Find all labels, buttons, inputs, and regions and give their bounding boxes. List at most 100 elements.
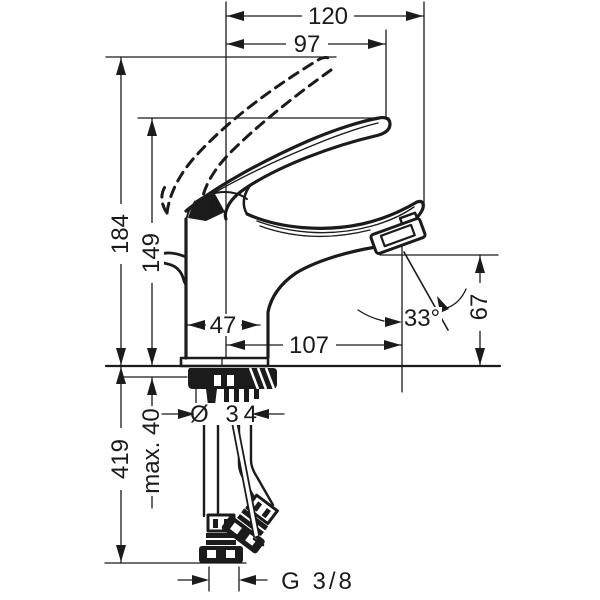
dim-handle-reach-label: 97 <box>294 31 321 58</box>
label-mask <box>283 334 336 356</box>
hose-stub-2 <box>234 389 239 402</box>
loop-opening-left-end <box>242 185 251 216</box>
connector-nut-slot-2 <box>245 533 258 546</box>
dim-overall-width: 120 <box>225 3 425 30</box>
dim-base-width: 47 <box>186 312 261 339</box>
arrowhead-bottom <box>475 348 485 365</box>
connector-band-2 <box>206 540 236 545</box>
connector-nut-slot-1 <box>229 522 242 535</box>
dim-base-width-label: 47 <box>210 312 237 339</box>
spout-highlight-2 <box>259 225 371 238</box>
arrowhead-right <box>239 575 256 585</box>
cartridge-dome <box>186 190 248 219</box>
dim-overall-height-label: 184 <box>107 214 134 254</box>
label-mask <box>467 283 492 331</box>
arrowhead-right <box>252 409 269 419</box>
arrowhead-left <box>227 39 244 49</box>
dashed-handle-pivot-arc <box>160 181 170 215</box>
flange-hatching <box>248 367 276 390</box>
connector-nut-slot-2 <box>226 550 235 558</box>
connector-fitting-bar-2 <box>261 507 271 519</box>
dim-overall-width-label: 120 <box>308 3 348 30</box>
spout-top-edge <box>245 199 425 230</box>
dim-install-depth: 419 <box>107 365 134 564</box>
label-mask <box>194 403 253 425</box>
arrowhead-top <box>116 367 126 384</box>
label-mask <box>286 33 328 55</box>
arrowhead-bottom <box>116 545 126 562</box>
arrowhead-bottom <box>116 348 126 365</box>
dim-spray-angle-label: 33° <box>404 305 440 332</box>
connector-band-1 <box>206 533 236 538</box>
mounting-flange <box>188 367 277 413</box>
connector-nut <box>221 515 265 554</box>
dashed-handle-inner-edge <box>201 68 333 198</box>
dim-connector-thread: G 3/8 <box>177 568 355 595</box>
aerator-inner-box <box>379 223 416 248</box>
flange-slit-2 <box>227 375 234 386</box>
dim-install-depth-label: 419 <box>107 439 134 479</box>
rod-fill <box>230 411 259 537</box>
rod-foot <box>252 537 265 547</box>
dim-spout-reach: 107 <box>226 332 403 359</box>
dim-handle-reach: 97 <box>225 31 387 58</box>
label-mask <box>302 5 354 27</box>
hose-stub-4 <box>254 389 259 399</box>
arrowhead-top <box>116 58 126 75</box>
spout-aerator <box>369 211 427 255</box>
connector-nut <box>199 546 243 563</box>
dimensions: 120 97 184 149 <box>107 3 493 595</box>
spout-and-body <box>158 185 425 368</box>
dim-max-counter-thickness: max. 40 <box>138 376 165 509</box>
arrowhead-right <box>406 11 423 21</box>
rod-right-edge <box>234 410 260 536</box>
label-mask <box>404 307 442 329</box>
arrowhead-left <box>188 320 205 330</box>
dim-tap-hole-diameter-label: Ø 34 <box>190 401 262 428</box>
hose-stub-1 <box>224 389 229 402</box>
arrowhead-top <box>475 256 485 273</box>
label-mask <box>139 406 164 496</box>
label-mask <box>206 314 241 336</box>
dim-max-counter-thickness-label: max. 40 <box>138 408 165 493</box>
body-base-band <box>179 356 270 368</box>
pop-up-rod <box>229 410 265 547</box>
arrowhead-bottom <box>147 348 157 365</box>
arrowhead-left <box>227 11 244 21</box>
dim-spout-reach-label: 107 <box>289 332 329 359</box>
arrowhead-left <box>178 409 195 419</box>
aerator-outer-box <box>369 217 427 255</box>
arrowhead-left <box>192 575 209 585</box>
hose-angled-connector <box>221 493 279 554</box>
arrowhead-top <box>147 119 157 136</box>
label-mask <box>139 223 164 283</box>
arrowhead-at-vertical <box>385 317 402 327</box>
dashed-handle-outer-edge <box>165 56 334 215</box>
cartridge-dome-arc <box>186 190 248 218</box>
lever-handle-highlight <box>195 122 379 205</box>
dim-connector-thread-label: G 3/8 <box>281 568 355 595</box>
dim-overall-height: 184 <box>107 56 134 367</box>
arrowhead-right <box>384 340 401 350</box>
spout-underside-edge <box>266 245 378 359</box>
leader-curve-diagonal <box>446 288 467 309</box>
connector-fitting-bar-1 <box>213 519 218 528</box>
hose-angled-right-edge <box>249 408 275 507</box>
supply-hose-straight <box>199 408 243 563</box>
dim-handle-height: 149 <box>138 117 165 367</box>
dim-spout-height: 67 <box>466 254 493 367</box>
dim-spray-angle: 33° <box>357 288 467 332</box>
label-mask <box>108 428 133 490</box>
rod-left-edge <box>229 411 255 538</box>
faucet-figure <box>104 56 502 563</box>
handle-raised-dashed-outline <box>160 56 334 215</box>
arrowhead-right <box>242 320 259 330</box>
dim-spout-height-label: 67 <box>466 294 493 321</box>
flange-slit-1 <box>214 375 221 386</box>
connector-nut-slot-1 <box>207 550 216 558</box>
leader-curve-horizontal <box>357 309 385 322</box>
connector-fitting-bar-1 <box>252 501 263 512</box>
arrowhead-top <box>147 378 157 395</box>
hose-stub-3 <box>244 389 249 402</box>
